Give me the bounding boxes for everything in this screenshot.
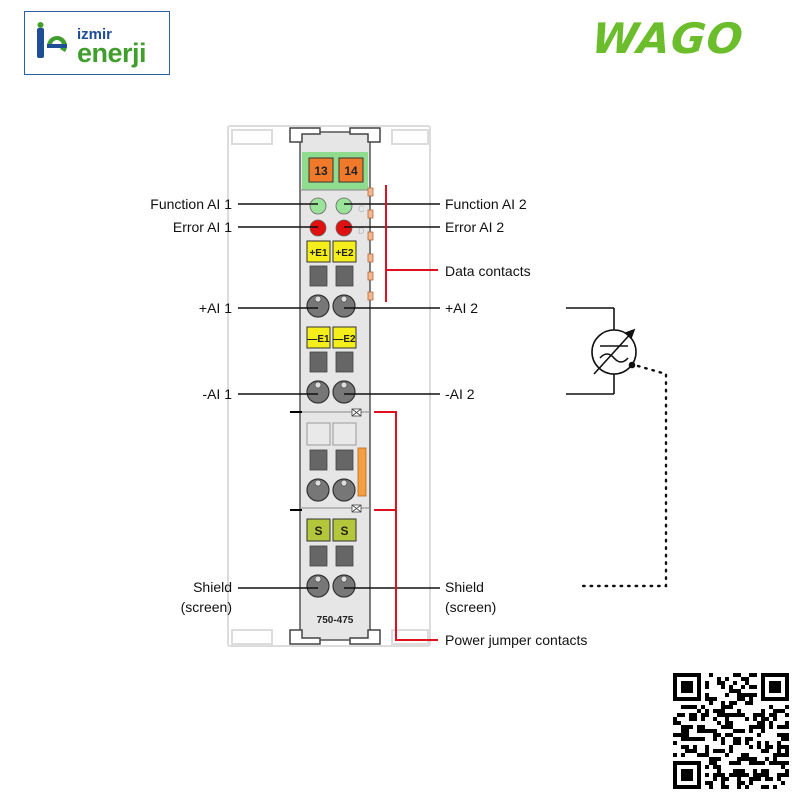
shield-tags: S S [306,518,357,542]
function-ai2-led [335,197,353,215]
qr-code[interactable] [673,673,789,789]
error-ai2-led [335,219,353,237]
ie-logo-icon [37,22,67,58]
shield-right-label: Shield [445,579,484,595]
minus-ai2-label: -AI 2 [445,386,475,402]
shield-dotted-line [578,364,668,588]
plus-ai2-label: +AI 2 [445,300,479,316]
function-ai1-label: Function AI 1 [150,196,232,212]
function-ai1-led [309,197,327,215]
izmir-enerji-logo: izmir enerji [24,11,170,75]
empty-tag-slots [306,422,357,446]
svg-text:C: C [358,204,365,214]
plus-e1-label: +E1 [309,248,328,259]
screen-left-label: (screen) [180,599,232,615]
leader-lines-right [344,203,440,589]
shield-tag-s1: S [314,524,322,538]
plus-e-tags: +E1 +E2 [306,240,357,263]
error-ai1-led [309,219,327,237]
terminal-13-label: 13 [314,164,328,178]
minus-e1-label: —E1 [307,334,330,345]
function-ai2-label: Function AI 2 [445,196,527,212]
model-number: 750-475 [317,615,354,626]
leader-lines-left [238,203,318,589]
sensor-symbol [566,307,637,395]
logo-big-text: enerji [77,38,147,68]
red-brackets [374,185,438,641]
minus-ai1-label: -AI 1 [202,386,232,402]
data-contacts [367,187,374,301]
plus-e2-label: +E2 [335,248,354,259]
data-contacts-label: Data contacts [445,263,531,279]
minus-e2-label: —E2 [333,334,356,345]
release-openings [309,265,354,567]
shield-left-label: Shield [193,579,232,595]
power-jumper-label: Power jumper contacts [445,632,588,648]
screen-right-label: (screen) [445,599,497,615]
error-ai2-label: Error AI 2 [445,219,505,235]
wire-entries [306,294,356,598]
error-ai1-label: Error AI 1 [172,219,232,235]
svg-text:D: D [358,226,365,236]
jumper-contact-marks [351,408,362,513]
din-rail-outline [227,125,431,647]
terminal-14-label: 14 [344,164,358,178]
logo-small-text: izmir [77,26,113,43]
plus-ai1-label: +AI 1 [198,300,232,316]
power-jumper-strip [357,447,367,497]
shield-tag-s2: S [340,524,348,538]
minus-e-tags: —E1 —E2 [306,326,357,349]
terminal-tags: 13 14 [308,157,364,183]
